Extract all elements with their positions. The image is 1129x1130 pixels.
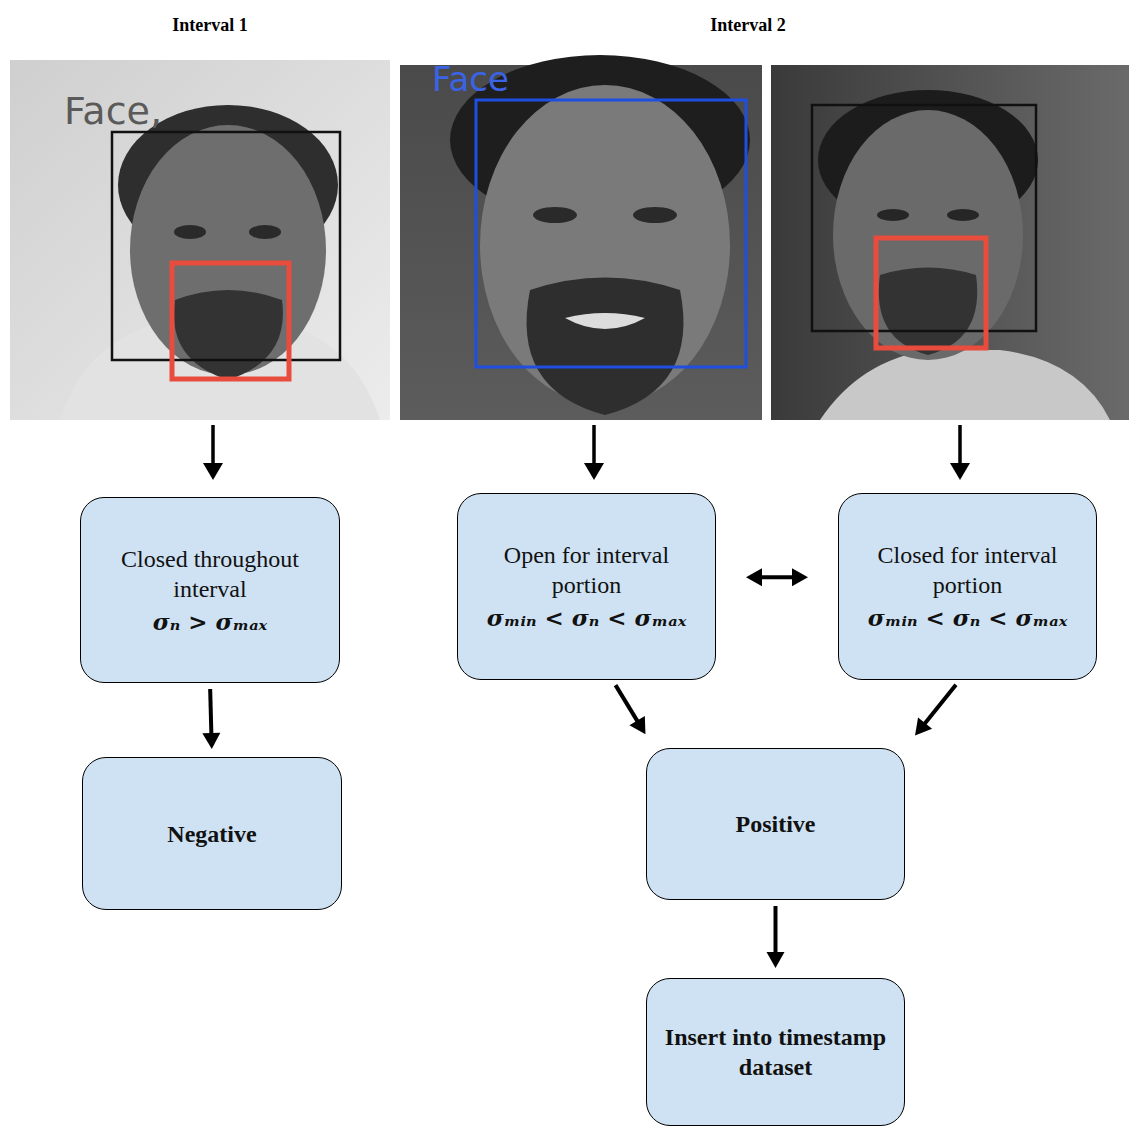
process-box: Closed throughout interval σₙ > σₘₐₓ bbox=[80, 497, 340, 683]
overlay-label: Face, bbox=[64, 92, 162, 130]
box-text: Negative bbox=[167, 819, 256, 849]
arrow-head bbox=[767, 952, 785, 968]
flow-arrow bbox=[915, 685, 956, 736]
box-text: Open for interval portion bbox=[474, 540, 699, 600]
box-text: Closed for interval portion bbox=[855, 540, 1080, 600]
arrow-shaft bbox=[924, 685, 956, 725]
photo-arrow bbox=[203, 425, 970, 480]
arrow-shaft bbox=[774, 906, 778, 954]
flow-arrow bbox=[202, 689, 220, 749]
flow-arrow bbox=[746, 568, 808, 586]
process-box: Open for interval portion σₘᵢₙ < σₙ < σₘₐ… bbox=[457, 493, 716, 680]
process-box: Closed for interval portion σₘᵢₙ < σₙ < σ… bbox=[838, 493, 1097, 680]
process-box: Positive bbox=[646, 748, 905, 900]
condition-formula: σₘᵢₙ < σₙ < σₘₐₓ bbox=[868, 604, 1068, 633]
arrow-shaft bbox=[616, 685, 639, 722]
face-photo bbox=[771, 65, 1129, 420]
arrow-head bbox=[915, 717, 932, 735]
arrow-shaft bbox=[760, 575, 794, 579]
arrow-head bbox=[746, 568, 762, 586]
flow-arrow bbox=[767, 906, 785, 968]
process-box: Insert into timestamp dataset bbox=[646, 978, 905, 1126]
face-photo bbox=[10, 60, 390, 420]
process-box: Negative bbox=[82, 757, 342, 910]
arrow-head bbox=[629, 716, 645, 734]
flow-arrow bbox=[616, 685, 646, 734]
box-text: Positive bbox=[736, 809, 816, 839]
condition-formula: σₙ > σₘₐₓ bbox=[153, 608, 268, 637]
column-heading: Interval 1 bbox=[110, 16, 310, 34]
arrow-head bbox=[202, 733, 220, 749]
overlay-label: Face bbox=[432, 62, 509, 96]
condition-formula: σₘᵢₙ < σₙ < σₘₐₓ bbox=[487, 604, 687, 633]
box-text: Insert into timestamp dataset bbox=[663, 1022, 888, 1082]
face-photo bbox=[400, 55, 762, 420]
arrow-head bbox=[792, 568, 808, 586]
column-heading: Interval 2 bbox=[648, 16, 848, 34]
arrow-shaft bbox=[210, 689, 211, 735]
box-text: Closed throughout interval bbox=[97, 544, 323, 604]
